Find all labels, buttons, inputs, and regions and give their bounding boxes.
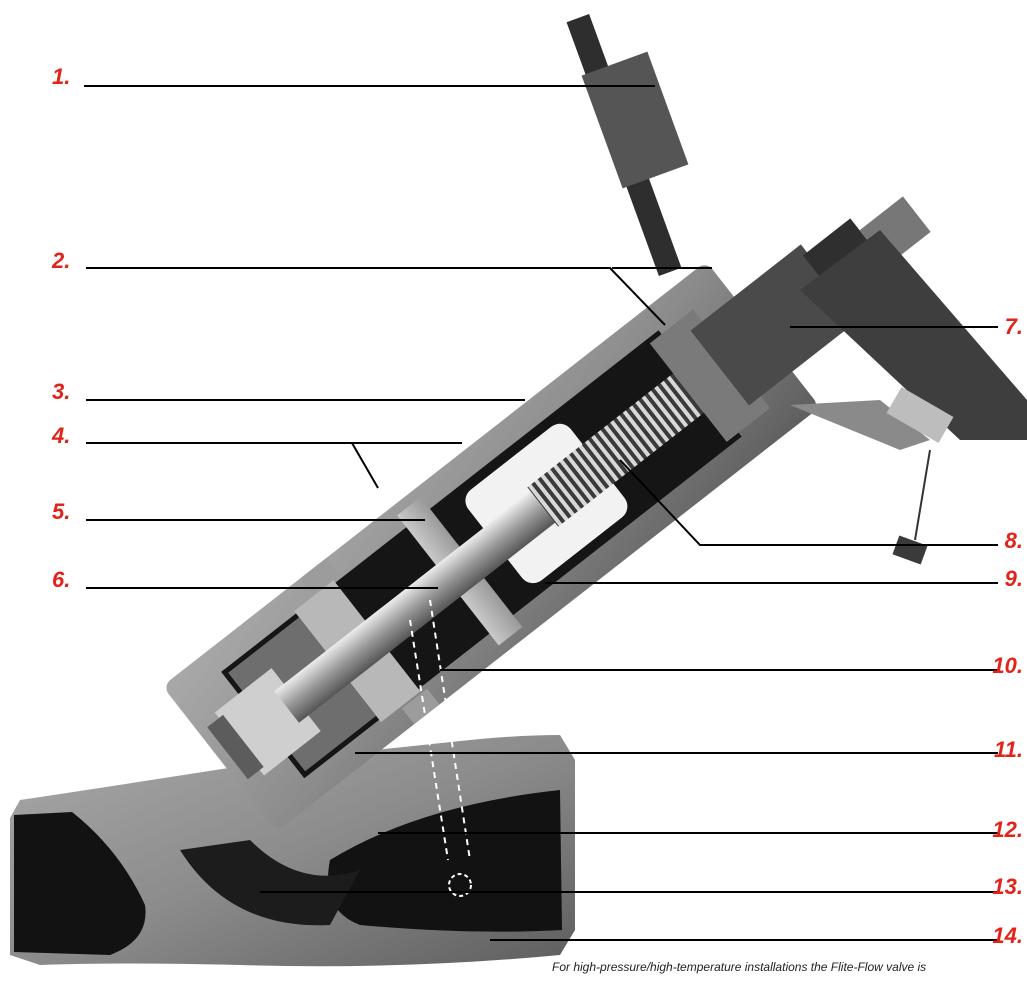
stem-threads — [527, 370, 708, 527]
callout-number-2: 2. — [52, 248, 71, 273]
callout-number-9: 9. — [1004, 566, 1023, 591]
disc — [214, 668, 321, 776]
leader-line-2 — [86, 267, 666, 326]
callout-number-6: 6. — [52, 567, 71, 592]
callout-number-13: 13. — [992, 874, 1023, 899]
actuator-plate — [790, 230, 1027, 565]
callout-number-3: 3. — [52, 379, 71, 404]
leader-line-8 — [619, 459, 998, 546]
drain-port — [448, 873, 472, 897]
bonnet-assembly — [166, 196, 931, 828]
callout-number-4: 4. — [52, 423, 71, 448]
leader-lines — [84, 85, 998, 941]
callout-number-10: 10. — [992, 653, 1023, 678]
callout-number-7: 7. — [1004, 314, 1023, 339]
valve-body — [10, 735, 575, 967]
callout-number-5: 5. — [52, 499, 71, 524]
leader-line-4 — [86, 442, 379, 489]
callout-number-11: 11. — [994, 737, 1023, 762]
handwheel-lever — [566, 14, 689, 276]
footnote-caption: For high-pressure/high-temperature insta… — [552, 960, 927, 974]
callout-number-14: 14. — [992, 923, 1023, 948]
callout-number-1: 1. — [52, 64, 71, 89]
callout-number-8: 8. — [1004, 528, 1023, 553]
yoke-sleeve — [649, 309, 771, 442]
callout-number-12: 12. — [992, 817, 1023, 842]
